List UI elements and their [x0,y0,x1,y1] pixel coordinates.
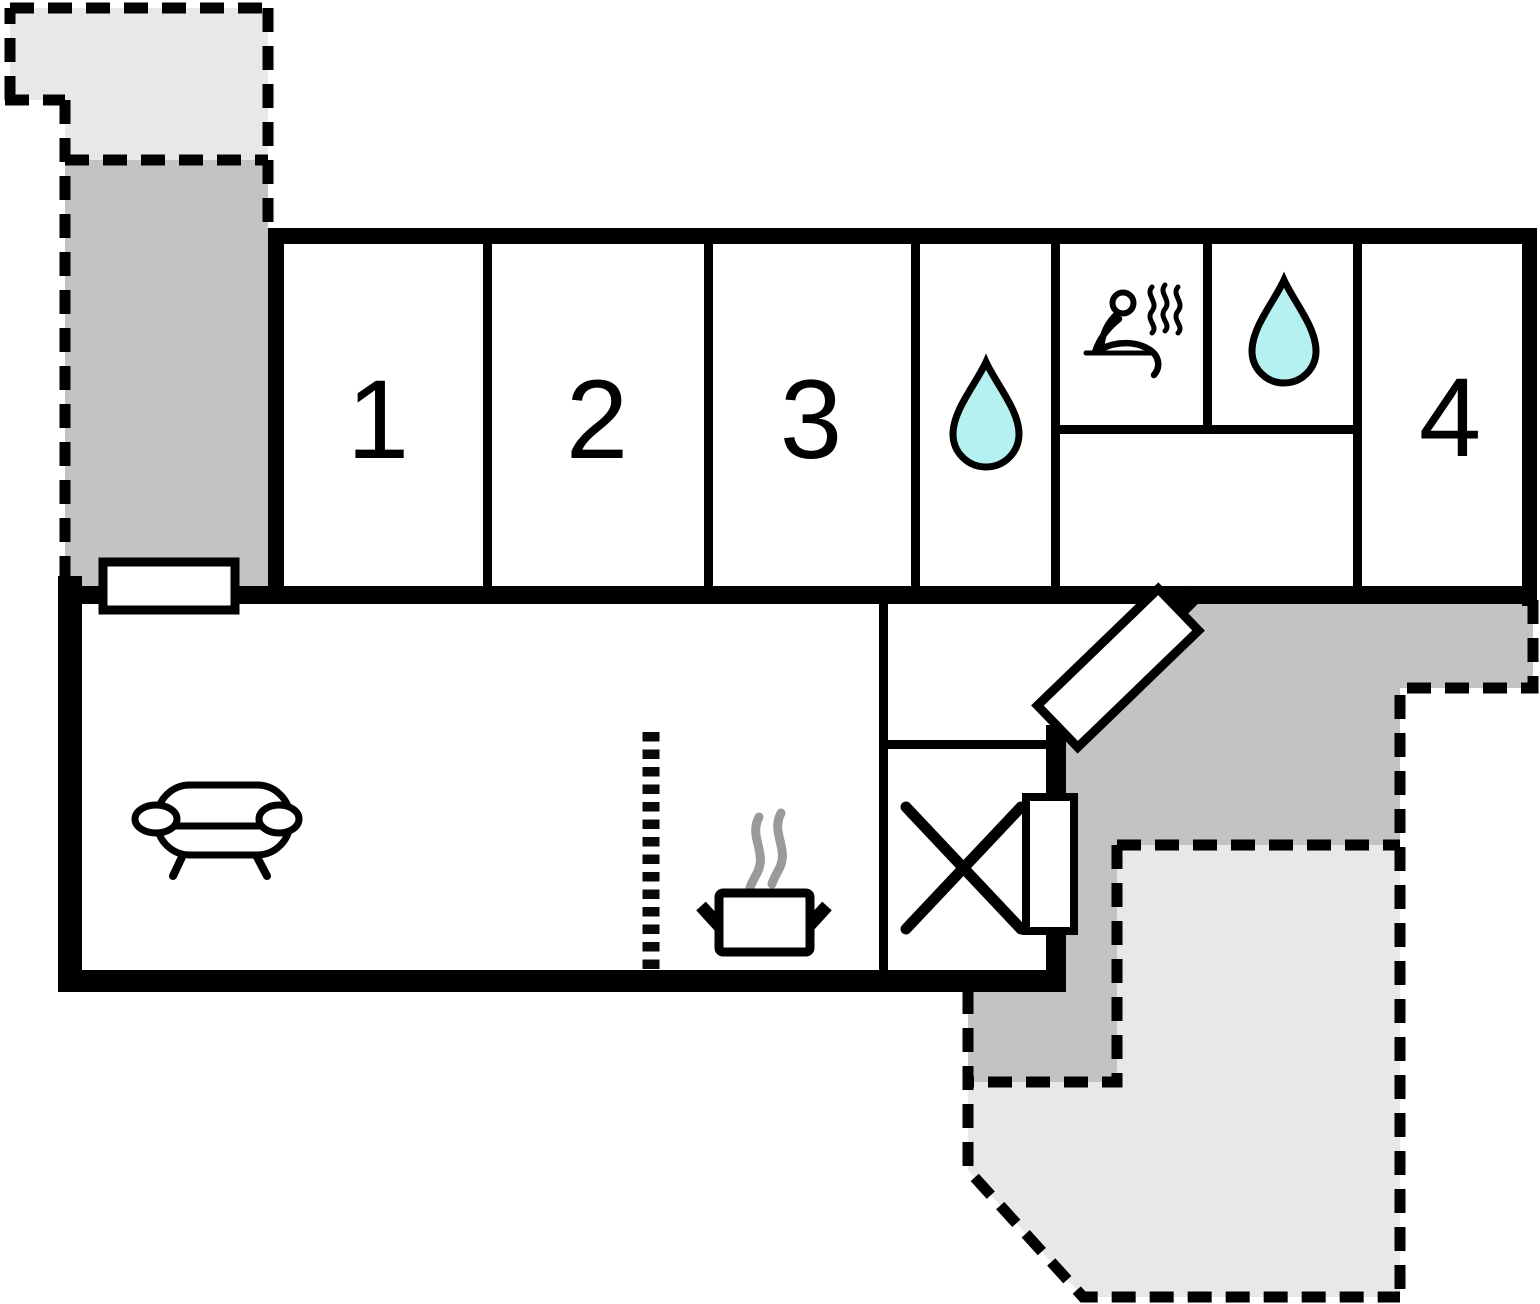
room-3-label: 3 [780,357,842,482]
wall-bottom [58,970,1066,992]
sofa-leg-left [169,853,186,880]
sauna-person-head [1109,289,1137,317]
interior-walls [483,244,1362,972]
wall-utility-top [883,740,1053,749]
sofa-armrest-right [255,801,303,837]
openings [98,557,1205,935]
wall-bath-sauna [1051,244,1060,590]
wall-mid-band [58,586,1537,604]
wall-top [268,228,1537,244]
wall-sauna-bath2 [1203,244,1212,430]
cross-line-2 [900,801,1027,935]
wall-room2-room3 [704,244,713,590]
utility-window [1022,793,1078,935]
sofa-armrest-left [131,801,181,837]
steaming-pot-icon [696,808,832,957]
sauna-steam-waves [1147,282,1183,336]
terrace-dashed-borders [4,2,1539,1303]
wall-kitchen-utility [879,600,888,972]
wall-right [1522,228,1537,606]
dashed-border-top-left [4,2,274,586]
wall-sauna-block-bottom [1051,425,1362,434]
dashed-border-right [962,600,1539,1303]
pot-steam [745,808,787,893]
terrace-bottom-right-light [968,845,1400,1297]
terrace-areas [10,8,1533,1297]
room-labels: 1 2 3 4 [347,355,1481,482]
porch-top-left-dark [65,160,268,590]
wall-block-room4 [1353,244,1362,590]
entrance-door [98,557,240,615]
wall-room1-room2 [483,244,492,590]
pot-body [714,888,815,957]
terrace-top-left-light [10,8,268,160]
water-drop-icon-bathroom [949,353,1023,471]
terrace-door [1031,582,1205,754]
sauna-person-body [1091,310,1162,379]
wall-left-upper [268,228,284,590]
sauna-icon [1083,282,1183,379]
water-drop-icon-bathroom2 [1248,271,1320,387]
room-2-label: 2 [566,357,628,482]
crossed-box-icon [900,801,1027,935]
wall-left-lower [58,576,82,992]
sofa-leg-right [253,853,271,880]
room-1-label: 1 [347,357,409,482]
sofa-icon [131,781,303,880]
wall-room3-bath [911,244,920,590]
room-4-label: 4 [1419,355,1481,480]
